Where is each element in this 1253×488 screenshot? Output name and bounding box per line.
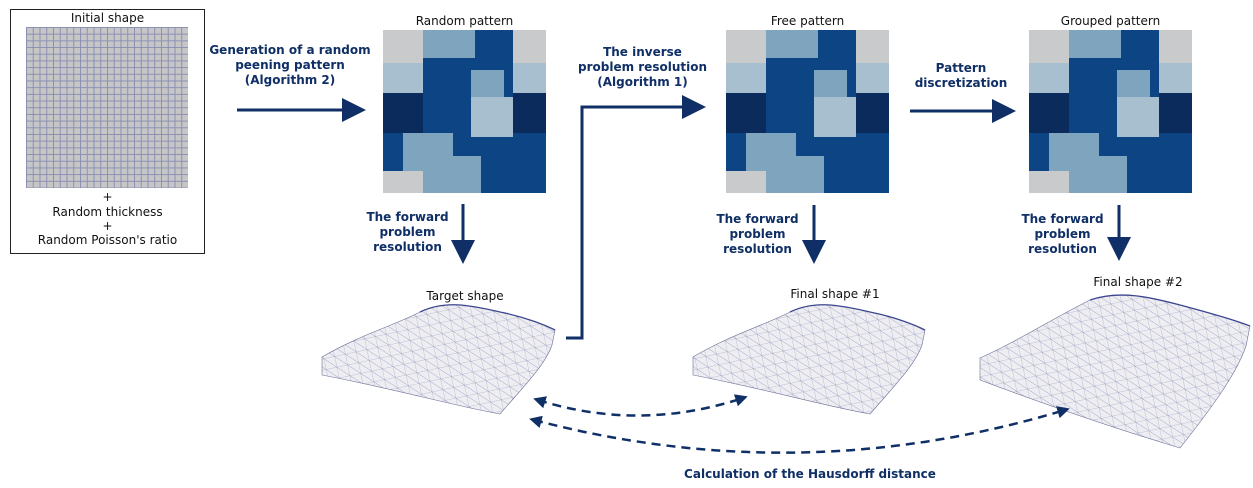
free-pattern [726, 30, 889, 193]
step-forward-3-label: The forward problem resolution [1021, 212, 1104, 256]
step-forward-2-label: The forward problem resolution [716, 212, 799, 256]
hausdorff-label: Calculation of the Hausdorff distance [684, 467, 936, 481]
initial-plus-1: + [102, 190, 113, 204]
grouped-pattern-title: Grouped pattern [1060, 14, 1161, 28]
target-shape-surface [321, 304, 556, 415]
random-pattern [383, 30, 546, 193]
target-shape-title: Target shape [426, 289, 504, 303]
grouped-pattern [1029, 30, 1192, 193]
final-shape-1-surface [692, 304, 926, 415]
step-generation-label: Generation of a random peening pattern (… [209, 43, 371, 87]
step-forward-1-label: The forward problem resolution [366, 210, 449, 254]
arrow-inverse [566, 95, 706, 340]
final-shape-2-title: Final shape #2 [1093, 275, 1183, 289]
initial-random-poisson: Random Poisson's ratio [37, 233, 178, 247]
step-discretization-label: Pattern discretization [914, 61, 1008, 90]
step-inverse-label: The inverse problem resolution (Algorith… [577, 45, 707, 89]
free-pattern-title: Free pattern [770, 14, 845, 28]
final-shape-1-title: Final shape #1 [790, 287, 880, 301]
hausdorff-arrow-long [529, 406, 1070, 454]
initial-mesh [26, 27, 188, 188]
initial-shape-title: Initial shape [70, 11, 145, 25]
initial-random-thickness: Random thickness [52, 205, 163, 219]
initial-shape-panel [10, 9, 205, 254]
random-pattern-title: Random pattern [415, 14, 514, 28]
initial-plus-2: + [102, 219, 113, 233]
hausdorff-arrow-short [533, 394, 748, 417]
final-shape-2-surface [979, 294, 1251, 449]
